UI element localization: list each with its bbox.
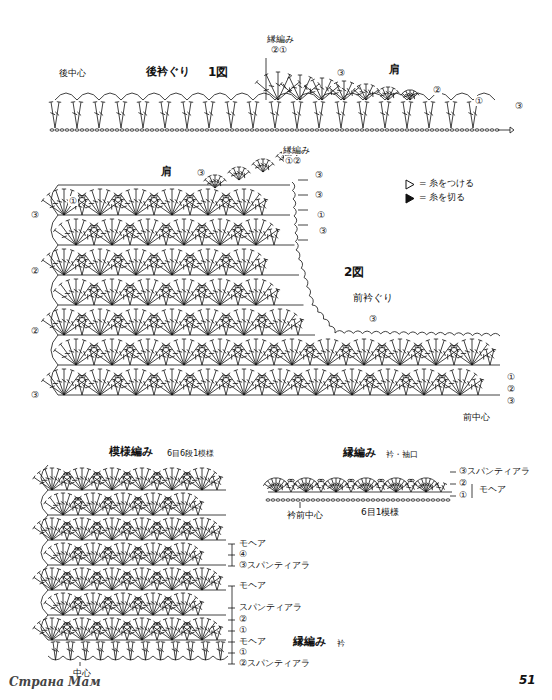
chart-label: モヘア xyxy=(478,484,507,494)
chart-label: ③ xyxy=(506,396,516,406)
chart-label: ① xyxy=(506,372,516,382)
chart-label: ① xyxy=(316,210,326,220)
chart-label: 衿前中心 xyxy=(286,510,324,520)
chart-label: ③ xyxy=(314,170,324,180)
chart-label: ③ xyxy=(318,226,328,236)
stitch-symbols xyxy=(41,151,500,395)
chart-label: 前衿ぐり xyxy=(352,292,394,304)
chart-label: ③ xyxy=(336,68,346,78)
chart-label: ② xyxy=(30,326,40,336)
chart-label: ③スパンティアラ xyxy=(458,466,531,476)
chart-label: 衿・袖口 xyxy=(385,450,419,459)
chart-label: 前中心 xyxy=(462,412,491,422)
chart-label: 衿 xyxy=(336,639,346,648)
stitch-symbols xyxy=(49,58,514,133)
section-heading: 模様編み xyxy=(108,446,154,459)
chart-label: ② xyxy=(432,85,442,95)
section-heading: 肩 xyxy=(160,166,173,179)
section-heading: 51 xyxy=(518,674,537,688)
chart-label: ② xyxy=(30,266,40,276)
chart-label: モヘア xyxy=(238,636,267,646)
legend-text: = 糸をつける xyxy=(418,178,475,188)
chart-label: 縁編み xyxy=(282,145,311,155)
chart-label: ③ xyxy=(514,101,524,111)
section-heading: 2図 xyxy=(343,266,365,280)
chart-label: ① xyxy=(238,625,248,635)
stitch-symbols xyxy=(263,472,472,508)
chart-label: ③ xyxy=(368,314,378,324)
chart-label: 後中心 xyxy=(58,68,87,78)
chart-label: ① xyxy=(238,647,248,657)
chart-label: ② xyxy=(458,478,468,488)
watermark: Страна Мам xyxy=(8,676,102,690)
legend-text: = 糸を切る xyxy=(418,192,466,202)
section-heading: 縁編み xyxy=(292,636,327,649)
chart-label: ②スパンティアラ xyxy=(238,658,311,668)
chart-label: ②① xyxy=(270,45,288,55)
section-heading: 肩 xyxy=(388,64,401,77)
chart-label: モヘア xyxy=(238,538,267,548)
section-heading: 後衿ぐり xyxy=(145,66,191,79)
chart-label: ② xyxy=(506,384,516,394)
chart-label: ① xyxy=(458,490,468,500)
chart-label: ① xyxy=(474,96,484,106)
chart-label: ③スパンティアラ xyxy=(238,560,311,570)
chart-label: ③ xyxy=(314,190,324,200)
chart-label: ③ xyxy=(30,210,40,220)
section-heading: 1図 xyxy=(207,66,229,80)
chart-label: スパンティアラ xyxy=(238,602,303,612)
chart-label: ①② xyxy=(284,156,302,166)
chart-label: モヘア xyxy=(238,580,267,590)
chart-label: ③ xyxy=(30,390,40,400)
chart-label: 6目1模様 xyxy=(360,507,400,517)
chart-label: 縁編み xyxy=(266,34,295,44)
stitch-symbols xyxy=(33,465,235,666)
cut-thread-symbol xyxy=(406,194,414,203)
chart-label: ① xyxy=(68,196,78,206)
chart-label: 6目6段1模様 xyxy=(166,449,215,458)
attach-thread-symbol xyxy=(406,180,414,189)
chart-label: ② xyxy=(238,614,248,624)
chart-label: ④ xyxy=(238,549,248,559)
chart-label: ③ xyxy=(196,168,206,178)
section-heading: 縁編み xyxy=(342,447,377,460)
